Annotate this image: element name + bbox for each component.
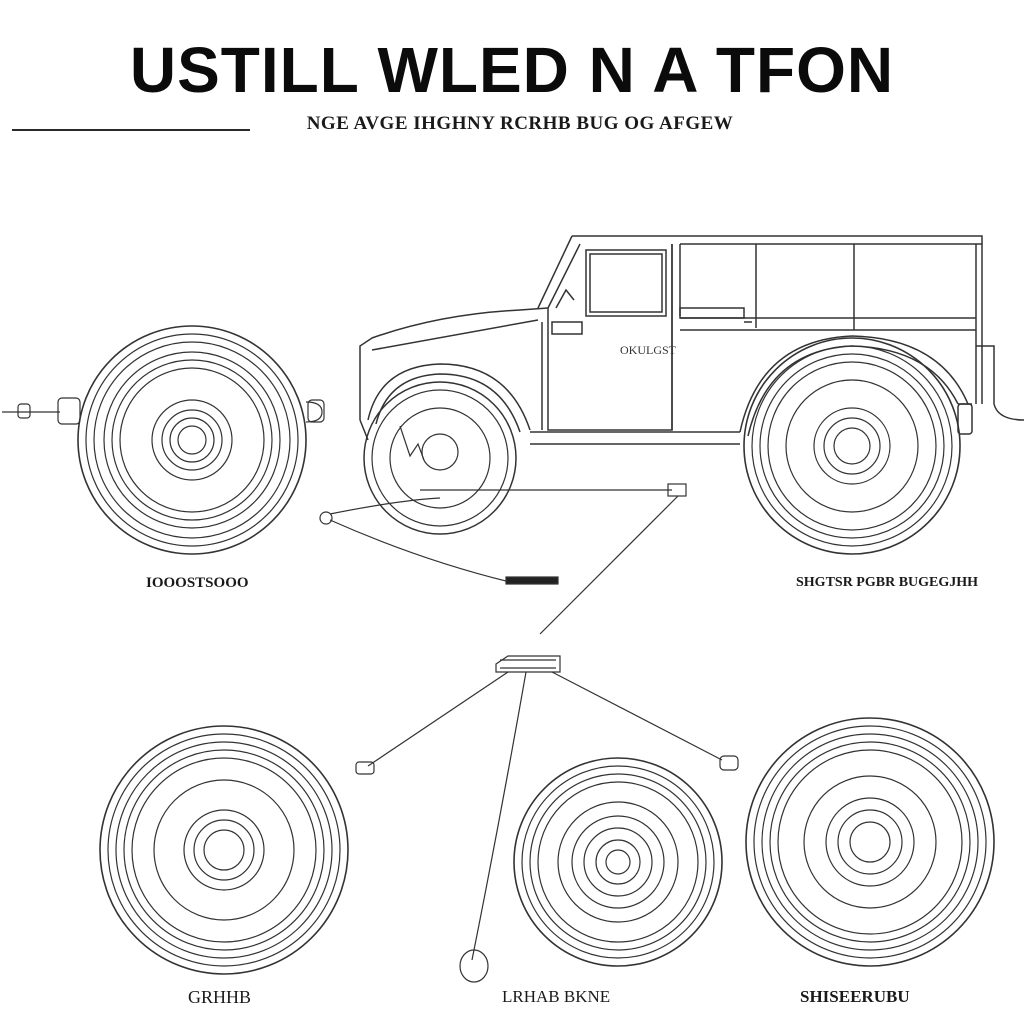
label-bottom-center: LRHAB BKNE (502, 987, 611, 1006)
wheel-top-left (77, 325, 307, 555)
vehicle-body (359, 235, 1024, 445)
wheel-bottom-center (513, 757, 723, 967)
label-bottom-left: GRHHB (188, 987, 252, 1007)
vehicle-rear-wheel (743, 337, 961, 555)
door-text: OKULGST (620, 343, 676, 357)
label-top-left-wheel: IOOOSTSOOO (146, 575, 249, 591)
wheel-bottom-right (745, 717, 995, 967)
cable-network (319, 483, 739, 983)
label-top-right: SHGTSR PGBR BUGEGJHH (796, 575, 979, 590)
diagram-subtitle: NGE AVGE IHGHNY RCRHB BUG OG AFGEW (250, 114, 790, 133)
diagram-title: USTILL WLED N A TFON (129, 34, 895, 106)
label-bottom-right: SHISEERUBU (800, 987, 910, 1006)
vehicle-front-wheel (363, 381, 517, 535)
wheel-bottom-left (99, 725, 349, 975)
axle-stub-left (2, 397, 325, 425)
